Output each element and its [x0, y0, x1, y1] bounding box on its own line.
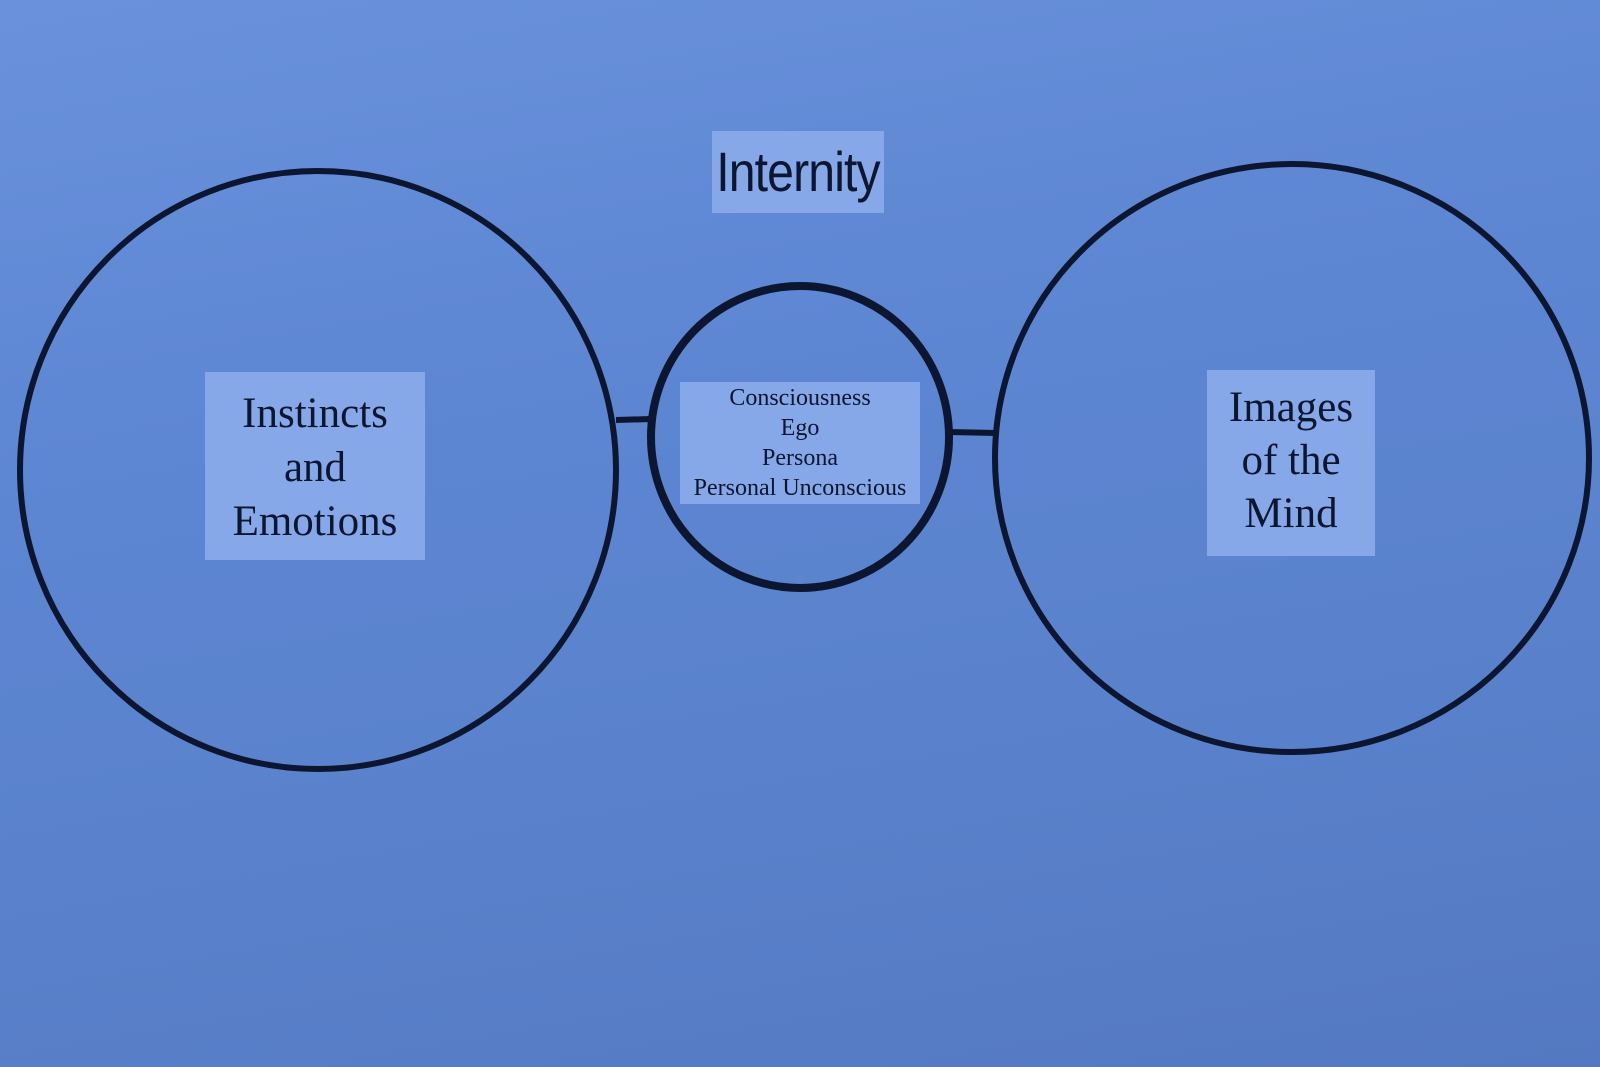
left-circle-label: Instincts and Emotions	[205, 372, 425, 560]
center-label-line-3: Persona	[762, 445, 838, 471]
center-label-line-2: Ego	[780, 415, 820, 441]
center-circle	[647, 282, 953, 592]
right-connector	[948, 429, 997, 436]
left-label-line-3: Emotions	[232, 498, 398, 545]
center-label-line-1: Consciousness	[729, 385, 871, 411]
left-circle	[17, 168, 619, 772]
right-label-line-1: Images	[1228, 384, 1354, 431]
left-label-line-2: and	[283, 444, 347, 491]
right-circle-label: Images of the Mind	[1207, 370, 1375, 556]
diagram-title: Internity	[712, 131, 884, 213]
right-label-line-2: of the	[1241, 437, 1341, 484]
right-circle	[992, 161, 1592, 755]
right-label-line-3: Mind	[1244, 490, 1338, 537]
center-label-line-4: Personal Unconscious	[693, 475, 907, 501]
left-connector	[615, 416, 652, 423]
left-label-line-1: Instincts	[242, 390, 388, 437]
center-circle-label: Consciousness Ego Persona Personal Uncon…	[680, 382, 920, 504]
diagram-title-text: Internity	[716, 140, 880, 203]
